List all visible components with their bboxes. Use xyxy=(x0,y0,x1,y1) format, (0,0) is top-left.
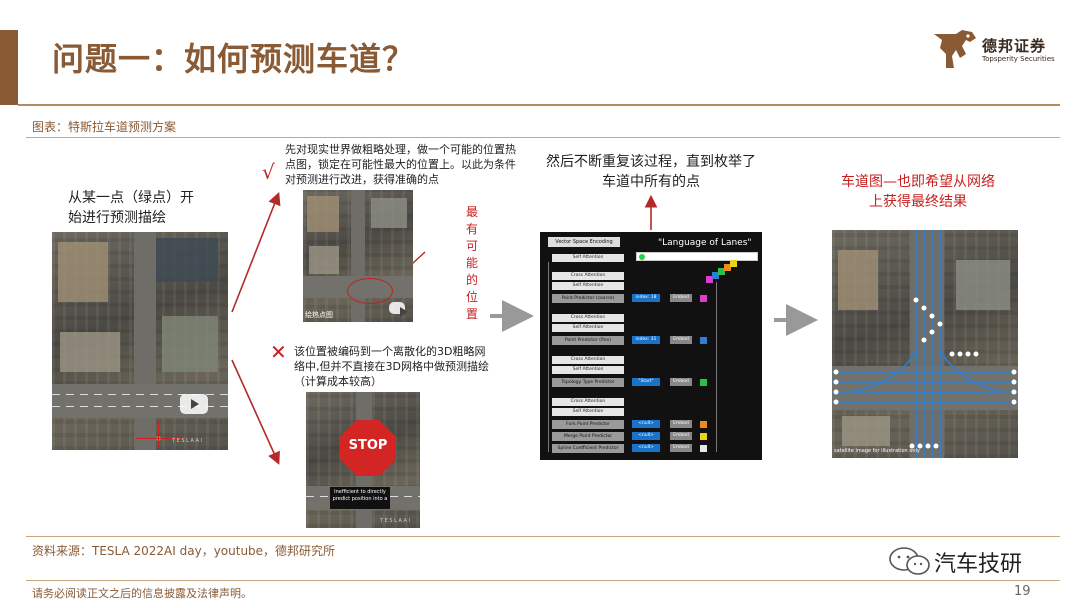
heatmap-satellite-image: 绘热点图 xyxy=(303,190,413,322)
company-logo: 德邦证券 Topsperity Securities xyxy=(932,28,1062,72)
self-attention-layer: Self Attention xyxy=(552,408,624,416)
predictor-output: index: 31 xyxy=(632,336,660,344)
embed-box: Embed xyxy=(670,294,692,302)
video-play-icon[interactable] xyxy=(180,394,208,414)
discretized-grid-text: 该位置被编码到一个离散化的3D粗略网络中,但并不直接在3D网格中做预测描绘（计算… xyxy=(294,345,489,388)
page-number: 19 xyxy=(1014,584,1031,599)
token-cube-icon xyxy=(700,445,707,452)
figure-label: 图表：特斯拉车道预测方案 xyxy=(32,120,177,134)
start-satellite-image: T E S L A A I xyxy=(52,232,228,450)
stop-sign-label: STOP xyxy=(348,438,388,453)
hotspot-circle xyxy=(347,278,393,304)
language-of-lanes-title: "Language of Lanes" xyxy=(658,238,752,248)
title-accent-bar xyxy=(0,30,18,105)
embed-box: Embed xyxy=(670,420,692,428)
token-cube-icon xyxy=(700,421,707,428)
predictor-output: index: 18 xyxy=(632,294,660,302)
token-strip xyxy=(636,252,758,261)
self-attention-layer: Self Attention xyxy=(552,324,624,332)
inefficient-callout: Inefficient to directly predict position… xyxy=(330,487,390,509)
figure-divider xyxy=(26,137,1060,138)
heatmap-caption: 绘热点图 xyxy=(305,311,333,319)
predictor-output: "Start" xyxy=(632,378,660,386)
embed-box: Embed xyxy=(670,444,692,452)
fork-point-predictor: Fork Point Predictor xyxy=(552,420,624,429)
token-cube-icon xyxy=(700,379,707,386)
wechat-watermark: 汽车技研 xyxy=(888,546,1058,577)
predictor-output: <null> xyxy=(632,444,660,452)
source-note: 资料来源：TESLA 2022AI day，youtube，德邦研究所 xyxy=(32,544,336,558)
spline-coefficient-predictor: Spline Coefficient Predictor xyxy=(552,444,624,453)
merge-point-predictor: Merge Point Predictor xyxy=(552,432,624,441)
lane-graph-image: satellite image for illustration only xyxy=(832,230,1018,458)
predictor-output: <null> xyxy=(632,420,660,428)
embed-box: Embed xyxy=(670,378,692,386)
cross-attention-layer: Cross Attention xyxy=(552,272,624,280)
logo-name-cn: 德邦证券 xyxy=(982,37,1047,55)
vector-space-encoding-box: Vector Space Encoding xyxy=(548,237,620,247)
coarse-point-predictor: Point Predictor (coarse) xyxy=(552,294,624,303)
source-divider xyxy=(26,536,1060,537)
wechat-account-name: 汽车技研 xyxy=(934,552,1023,577)
video-play-icon[interactable] xyxy=(389,302,408,317)
check-icon: √ xyxy=(262,160,275,184)
page-title: 问题一：如何预测车道？ xyxy=(52,40,416,78)
footer-divider xyxy=(26,580,1060,581)
token-cube-icon xyxy=(700,433,707,440)
coarse-heatmap-text: 先对现实世界做粗略处理，做一个可能的位置热点图，锁定在可能性最大的位置上。以此为… xyxy=(285,143,516,186)
start-point-text: 从某一点（绿点）开始进行预测描绘 xyxy=(68,190,194,226)
tesla-watermark: T E S L A A I xyxy=(172,438,203,444)
token-cube-icon xyxy=(700,295,707,302)
fine-point-predictor: Point Predictor (fine) xyxy=(552,336,624,345)
legal-disclaimer: 请务必阅读正文之后的信息披露及法律声明。 xyxy=(32,587,252,600)
satellite-caption: satellite image for illustration only xyxy=(834,448,920,454)
self-attention-layer: Self Attention xyxy=(552,366,624,374)
title-divider xyxy=(18,104,1060,106)
logo-name-en: Topsperity Securities xyxy=(982,55,1055,63)
predictor-output: <null> xyxy=(632,432,660,440)
cross-icon: ✕ xyxy=(270,340,287,364)
repeat-process-text: 然后不断重复该过程，直到枚举了车道中所有的点 xyxy=(546,154,756,190)
cross-attention-layer: Cross Attention xyxy=(552,314,624,322)
stop-sign-icon xyxy=(340,420,396,476)
cross-attention-layer: Cross Attention xyxy=(552,398,624,406)
most-likely-position-label: 最有可能的位置 xyxy=(466,205,479,321)
token-cube-icon xyxy=(700,337,707,344)
wechat-icon xyxy=(889,547,930,575)
embed-box: Embed xyxy=(670,432,692,440)
topology-type-predictor: Topology Type Predictor xyxy=(552,378,624,387)
logo-mark-icon xyxy=(934,30,976,68)
lane-graph-result-text: 车道图—也即希望从网络上获得最终结果 xyxy=(841,174,995,210)
self-attention-layer: Self Attention xyxy=(552,254,624,262)
tesla-watermark: T E S L A A I xyxy=(380,518,411,524)
embed-box: Embed xyxy=(670,336,692,344)
self-attention-layer: Self Attention xyxy=(552,282,624,290)
predicted-lanes xyxy=(832,230,1018,458)
language-of-lanes-diagram: Vector Space Encoding "Language of Lanes… xyxy=(540,232,762,460)
cross-attention-layer: Cross Attention xyxy=(552,356,624,364)
